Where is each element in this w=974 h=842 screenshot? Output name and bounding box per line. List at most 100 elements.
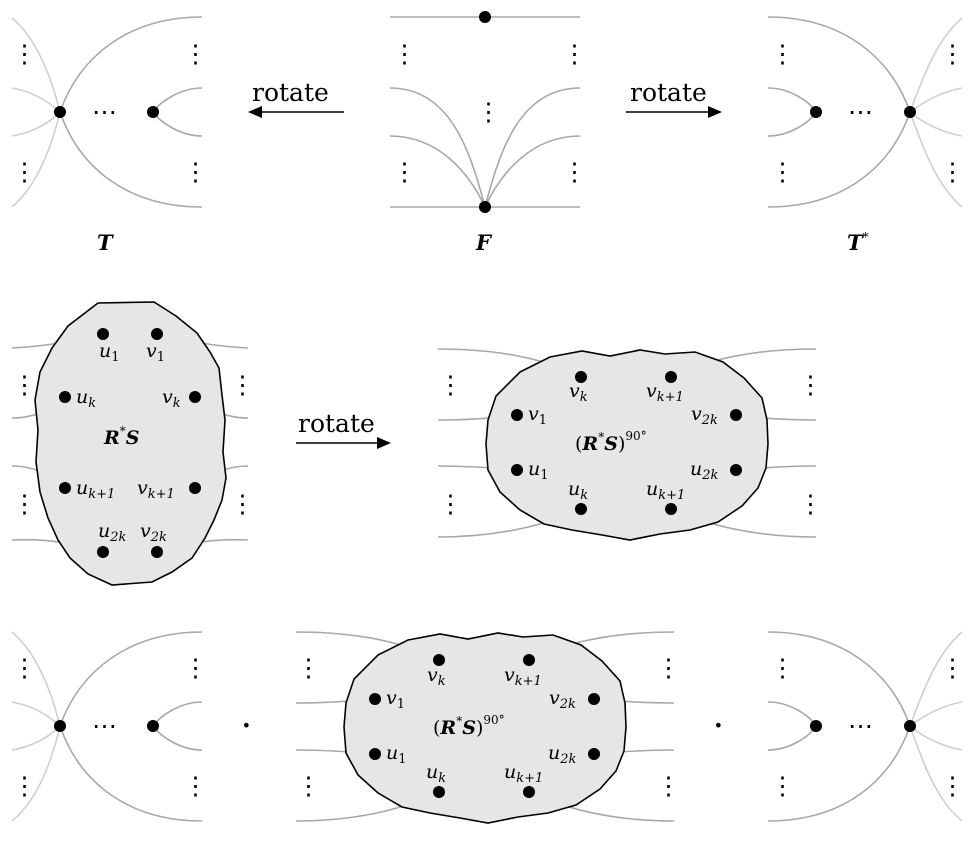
rs90-label-vk1: vk+1	[646, 380, 684, 405]
rs90-label-u1: u1	[528, 458, 549, 483]
rb-label-vk: vk	[427, 664, 446, 689]
rb-vdots-tl: ⋮	[296, 653, 321, 682]
rs-vertex-u1	[97, 328, 109, 340]
tb-vdots-br: ⋮	[183, 771, 208, 800]
arrow-head-mid	[377, 437, 391, 449]
rb-label-u2k: u2k	[548, 742, 577, 767]
tangle-f: ⋮ ⋮ ⋮ ⋮ ⋮	[389, 11, 587, 213]
rb-blob	[343, 632, 627, 824]
t-vdots-br: ⋮	[183, 157, 208, 186]
rotate-arrow-mid: rotate	[296, 409, 391, 449]
caption-f: F	[475, 230, 493, 255]
rb-vertex-uk	[433, 786, 445, 798]
rs-blob-group: u1 v1 uk vk R*S uk+1 vk+1 u2k v2k ⋮ ⋮ ⋮ …	[11, 301, 255, 586]
f-vertex-bottom	[479, 201, 491, 213]
ts-vdots-tr: ⋮	[940, 39, 965, 68]
f-curve-r1	[484, 87, 581, 208]
rs-vdots-br: ⋮	[230, 489, 255, 518]
rs-vdots-tl: ⋮	[12, 370, 37, 399]
rb-vdots-br: ⋮	[656, 771, 681, 800]
rb-label-u1: u1	[386, 742, 407, 767]
caption-t-star: T*	[847, 230, 869, 255]
rs90-label-v2k: v2k	[691, 403, 718, 428]
rb-vertex-v2k	[588, 693, 600, 705]
caption-t: T	[97, 230, 114, 255]
f-curve-l2	[389, 135, 486, 208]
ts-left-inner	[767, 87, 817, 137]
arrow-head-left	[248, 106, 262, 118]
tangle-t-star: ⋯ ⋮ ⋮ ⋮ ⋮	[767, 16, 965, 208]
rb-vertex-v1	[369, 693, 381, 705]
ts-vdots-br: ⋮	[940, 157, 965, 186]
rs90-vertex-u1	[511, 464, 523, 476]
rs90-vdots-bl: ⋮	[438, 489, 463, 518]
rs90-vertex-uk	[575, 503, 587, 515]
tsb-vdots-br: ⋮	[940, 771, 965, 800]
ts-vertex-right	[904, 106, 916, 118]
tsb-right-inner	[908, 701, 963, 751]
rb-label-uk: uk	[426, 761, 446, 786]
rs90-label-vk: vk	[569, 380, 588, 405]
rs-vertex-vk1	[189, 482, 201, 494]
rs90-vertex-vk1	[665, 371, 677, 383]
tb-vertex-right	[147, 720, 159, 732]
ts-vdots-tl: ⋮	[770, 39, 795, 68]
rs90-label-uk: uk	[568, 478, 588, 503]
t-left-inner	[11, 87, 62, 137]
rs90-vertex-uk1	[665, 503, 677, 515]
tb-left-inner	[11, 701, 62, 751]
t-vertex-left	[54, 106, 66, 118]
rs-vertex-uk1	[59, 482, 71, 494]
ts-vertex-left	[810, 106, 822, 118]
tb-outer-arc	[59, 631, 203, 822]
f-vdots-tr: ⋮	[562, 39, 587, 68]
rs90-vertex-v1	[511, 409, 523, 421]
rs-blob	[34, 301, 227, 586]
rs-label-u1: u1	[99, 340, 120, 365]
rotate-label-right: rotate	[630, 78, 707, 107]
tb-vdots-tr: ⋮	[183, 653, 208, 682]
t-vdots-tr: ⋮	[183, 39, 208, 68]
tangle-t-star-bottom: ⋯ ⋮ ⋮ ⋮ ⋮	[767, 631, 965, 822]
arrow-head-right	[708, 106, 722, 118]
rs-label-u2k: u2k	[98, 520, 127, 545]
product-dot-right: ·	[714, 711, 723, 740]
ts-hdots: ⋯	[848, 97, 873, 126]
rs90-bottom-group: vk vk+1 v1 v2k (R*S)90° u1 u2k uk uk+1 ⋮…	[295, 631, 681, 824]
product-dot-left: ·	[242, 711, 251, 740]
f-curve-r2	[484, 135, 581, 208]
rs90-label-v1: v1	[528, 403, 547, 428]
t-hdots: ⋯	[92, 97, 117, 126]
tb-hdots: ⋯	[92, 711, 117, 740]
rotate-arrow-left: rotate	[248, 78, 344, 118]
f-vdots-tl: ⋮	[392, 39, 417, 68]
t-vdots-tl: ⋮	[12, 39, 37, 68]
rb-vertex-u1	[369, 748, 381, 760]
rs90-vdots-br: ⋮	[798, 489, 823, 518]
tsb-left-inner	[767, 701, 817, 751]
rs-label-main: R*S	[103, 424, 140, 449]
rb-label-v1: v1	[386, 687, 405, 712]
rs-vertex-v1	[151, 328, 163, 340]
tb-vertex-left	[54, 720, 66, 732]
rs90-blob-group: vk vk+1 v1 v2k (R*S)90° u1 u2k uk uk+1 ⋮…	[437, 348, 823, 541]
rs-label-v2k: v2k	[140, 520, 167, 545]
tb-vdots-tl: ⋮	[12, 653, 37, 682]
rs-vertex-v2k	[151, 546, 163, 558]
rs-label-vk: vk	[162, 386, 181, 411]
tsb-vdots-tl: ⋮	[770, 653, 795, 682]
t-outer-arc	[59, 16, 203, 208]
rotate-arrow-right: rotate	[626, 78, 722, 118]
tsb-vertex-left	[810, 720, 822, 732]
rs-label-vk1: vk+1	[137, 477, 175, 502]
rb-vdots-bl: ⋮	[296, 771, 321, 800]
tsb-vdots-bl: ⋮	[770, 771, 795, 800]
rs-vertex-vk	[189, 391, 201, 403]
rs90-vdots-tr: ⋮	[798, 370, 823, 399]
rs90-vdots-tl: ⋮	[438, 370, 463, 399]
rs-vdots-tr: ⋮	[230, 370, 255, 399]
rb-vertex-vk1	[523, 654, 535, 666]
rb-label-uk1: uk+1	[504, 761, 543, 786]
